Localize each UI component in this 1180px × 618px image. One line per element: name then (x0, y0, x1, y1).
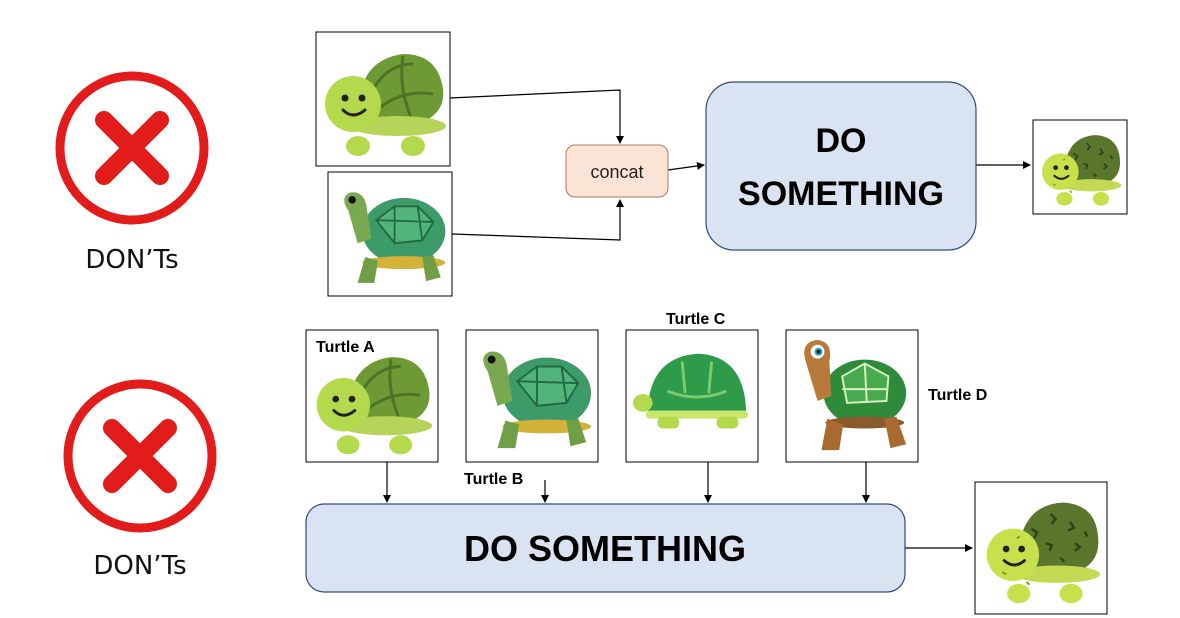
turtle-b-card: Turtle B (464, 329, 599, 488)
turtle-c-label: Turtle C (666, 311, 726, 328)
top-box-line2: SOMETHING (738, 175, 944, 213)
turtle-d-card: Turtle D (785, 329, 987, 463)
turtle-a-label: Turtle A (316, 339, 375, 356)
top-donts-label: DON’Ts (85, 245, 178, 275)
x-icon (55, 71, 209, 225)
top-box-line1: DO (816, 122, 867, 160)
top-connectors (449, 89, 1031, 241)
turtle-d-label: Turtle D (928, 387, 987, 404)
x-icon (63, 379, 217, 533)
turtle-c-card: Turtle C (625, 311, 759, 463)
bottom-connectors (383, 462, 973, 552)
top-do-something-box: DO SOMETHING (705, 81, 977, 251)
bottom-do-something-box: DO SOMETHING (305, 503, 906, 593)
top-input-image-2 (327, 171, 453, 297)
top-input-image-1 (315, 31, 451, 167)
bottom-output-image (974, 481, 1108, 615)
concat-label: concat (590, 162, 643, 182)
turtle-a-card: Turtle A (305, 329, 439, 463)
concat-box: concat (565, 144, 669, 198)
bottom-row: DON’Ts Turtle A Turtle B Turtle C Turtle… (63, 311, 1108, 615)
top-row: DON’Ts concat DO SOMETHING (55, 31, 1128, 297)
turtle-b-label: Turtle B (464, 471, 523, 488)
bottom-box-label: DO SOMETHING (464, 528, 746, 569)
bottom-donts-label: DON’Ts (93, 551, 186, 581)
top-output-image (1032, 119, 1128, 215)
